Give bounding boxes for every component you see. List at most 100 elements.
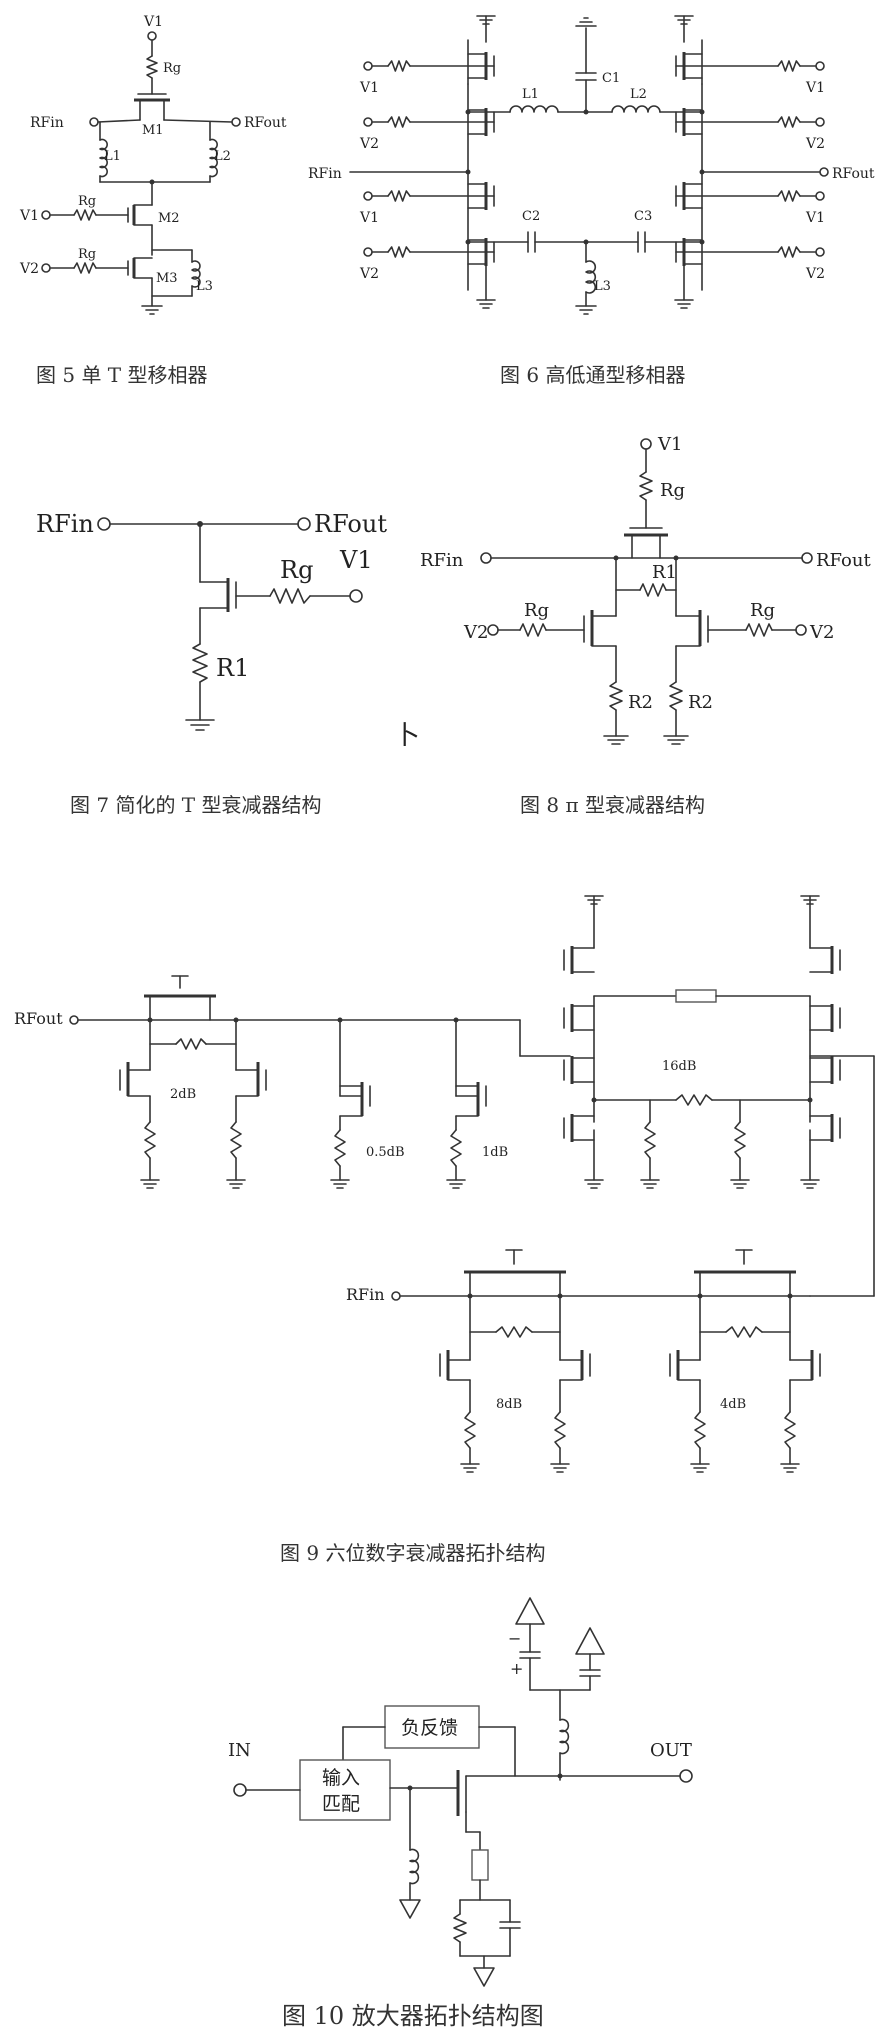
- svg-text:R1: R1: [216, 654, 249, 682]
- svg-text:Rg: Rg: [78, 194, 96, 209]
- svg-text:匹配: 匹配: [322, 1793, 360, 1815]
- fig7-schematic: RFin RFout Rg V1 R1 卜 图 7 简化的 T 型衰减器结构: [36, 510, 420, 817]
- fig8-caption: 图 8 π 型衰减器结构: [520, 793, 705, 817]
- fig6-gate-resistor: [387, 60, 411, 72]
- fig7-caption: 图 7 简化的 T 型衰减器结构: [70, 793, 322, 817]
- r1-resistor: [192, 643, 208, 683]
- rfout-label: RFout: [244, 115, 287, 131]
- fig9-r-8db-left: [464, 1411, 476, 1449]
- fig6-gate-resistor: [387, 116, 411, 128]
- svg-text:R1: R1: [652, 562, 677, 583]
- svg-text:V2: V2: [359, 136, 379, 152]
- fig6-right-switch-stack: [674, 15, 825, 309]
- fig6-left-switch-stack: [363, 15, 496, 309]
- rg-resistor: [146, 55, 158, 79]
- supply-arrow-icon-2: [575, 1627, 605, 1655]
- svg-text:V2: V2: [463, 622, 488, 643]
- rfin-label: RFin: [346, 1285, 385, 1304]
- svg-text:Rg: Rg: [163, 61, 181, 76]
- svg-text:L1: L1: [104, 149, 121, 164]
- svg-text:V1: V1: [805, 80, 825, 96]
- ground-symbol: [141, 305, 163, 315]
- fig9-r-8db-right: [554, 1411, 566, 1449]
- fig6-gate-resistor: [777, 116, 801, 128]
- fig9-r-16db-right: [734, 1121, 746, 1159]
- svg-text:输入: 输入: [322, 1767, 360, 1789]
- svg-text:V2: V2: [809, 622, 834, 643]
- m1-label: M1: [142, 123, 164, 138]
- fig9-r-2db-left: [144, 1121, 156, 1159]
- fig9-r-2db-series: [175, 1038, 207, 1050]
- bit-0-5db: 0.5dB: [366, 1145, 405, 1160]
- out-label: OUT: [650, 1740, 692, 1761]
- r1-resistor: [639, 583, 667, 597]
- svg-text:Rg: Rg: [280, 556, 313, 584]
- fig9-r-2db-right: [230, 1121, 242, 1159]
- fig6-gate-resistor: [777, 190, 801, 202]
- svg-text:C3: C3: [634, 209, 652, 224]
- v1-terminal: [147, 31, 157, 41]
- rfin-label: RFin: [30, 115, 64, 131]
- bit-16db: 16dB: [662, 1059, 696, 1074]
- bit-2db: 2dB: [170, 1087, 196, 1102]
- bias-resistor: [453, 1913, 467, 1943]
- fig9-r-05db: [334, 1129, 346, 1167]
- bit-1db: 1dB: [482, 1145, 508, 1160]
- svg-text:−: −: [508, 1629, 521, 1648]
- svg-text:C1: C1: [602, 71, 620, 86]
- fig9-r-16db-left: [644, 1121, 656, 1159]
- l3-inductor: [191, 260, 201, 288]
- svg-text:V1: V1: [339, 546, 373, 574]
- svg-text:RFout: RFout: [816, 550, 871, 571]
- fig6-rfin-label: RFin: [308, 166, 342, 182]
- figure-9: RFout RFin 2dB 0.5dB 1dB 16dB 8dB 4dB 图 …: [0, 860, 893, 1570]
- in-label: IN: [228, 1740, 251, 1761]
- rfin-terminal: [89, 117, 99, 127]
- stray-mark: 卜: [394, 721, 420, 751]
- svg-text:L3: L3: [196, 279, 213, 294]
- fig6-caption: 图 6 高低通型移相器: [500, 363, 685, 387]
- fig10-caption: 图 10 放大器拓扑结构图: [282, 2002, 544, 2030]
- figure-6: RFin RFout L1 L2 C1 C2 C3 L3 V1 V2 V1 V2…: [300, 0, 893, 395]
- svg-text:RFin: RFin: [420, 550, 464, 571]
- svg-text:V2: V2: [19, 261, 39, 277]
- fig6-rfout-label: RFout: [832, 166, 875, 182]
- svg-text:V1: V1: [19, 208, 39, 224]
- rg-resistor-top: [639, 471, 653, 501]
- rg-resistor-2: [73, 209, 97, 221]
- rfin-label: RFin: [36, 510, 94, 538]
- fig6-gate-resistor: [387, 190, 411, 202]
- feedback-box: [384, 1705, 480, 1749]
- fig9-r-4db-series: [725, 1326, 763, 1338]
- svg-text:L3: L3: [594, 279, 611, 294]
- input-shunt-inductor: [409, 1848, 420, 1885]
- l2-inductor: [209, 138, 218, 178]
- ground-icon-2: [473, 1967, 495, 1987]
- choke-inductor: [559, 1718, 570, 1755]
- svg-text:+: +: [510, 1659, 523, 1678]
- fig9-r-4db-right: [784, 1411, 796, 1449]
- l3-inductor: [585, 260, 597, 294]
- svg-text:V1: V1: [657, 434, 682, 455]
- fig8-schematic: V1 Rg RFin RFout R1 Rg V2 Rg V2 R2 R2: [420, 434, 871, 817]
- fig5-schematic: V1 Rg M1 RFin RFout L1 L2 M2 V1 Rg M3 V2…: [19, 14, 287, 387]
- l2-inductor: [611, 105, 661, 113]
- rfout-label: RFout: [314, 510, 387, 538]
- svg-text:Rg: Rg: [660, 480, 685, 501]
- fig9-r-16db-shunt-series: [675, 1094, 713, 1106]
- v1-label: V1: [143, 14, 163, 30]
- fig6-gate-resistor: [777, 246, 801, 258]
- fig9-r-16db-series: [675, 989, 717, 1003]
- fig10-schematic: − + 负反馈 输入 匹配 IN OUT 图 10 放: [228, 1597, 693, 2030]
- input-match-box: [299, 1759, 391, 1821]
- fig6-gate-resistor: [777, 60, 801, 72]
- m2-label: M2: [158, 211, 180, 226]
- figure-7: RFin RFout Rg V1 R1 卜 图 7 简化的 T 型衰减器结构: [0, 420, 420, 820]
- svg-text:V2: V2: [805, 266, 825, 282]
- svg-text:L2: L2: [214, 149, 231, 164]
- svg-text:L2: L2: [630, 87, 647, 102]
- l1-inductor: [509, 105, 559, 113]
- r2-resistor-right: [669, 681, 683, 711]
- feedback-label: 负反馈: [401, 1717, 458, 1739]
- figure-10: − + 负反馈 输入 匹配 IN OUT 图 10 放: [0, 1570, 893, 2036]
